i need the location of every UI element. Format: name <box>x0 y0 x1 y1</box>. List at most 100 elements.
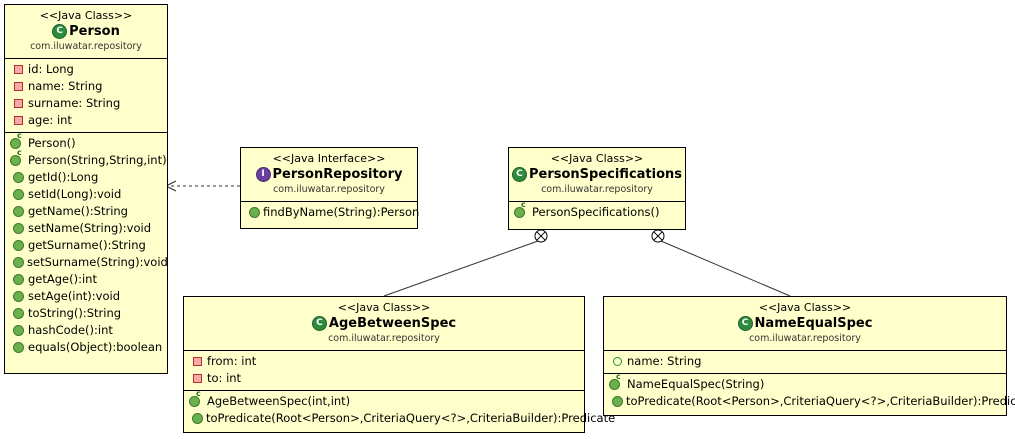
method-row[interactable]: equals(Object):boolean <box>5 339 167 356</box>
field-label: to: int <box>207 371 242 385</box>
class-header-name-equal-spec: <<Java Class>> C NameEqualSpec com.iluwa… <box>604 297 1006 350</box>
containment-personspecifications-nameequalspec <box>651 229 791 297</box>
method-row[interactable]: getAge():int <box>5 271 167 288</box>
method-row[interactable]: c NameEqualSpec(String) <box>604 373 1006 393</box>
method-row[interactable]: c Person() <box>5 132 167 152</box>
method-label: setAge(int):void <box>28 289 120 303</box>
class-name-text: NameEqualSpec <box>754 316 873 331</box>
constructor-icon: c <box>10 149 22 166</box>
method-label: toPredicate(Root<Person>,CriteriaQuery<?… <box>206 411 616 425</box>
dependency-personrepository-person <box>164 180 240 192</box>
method-row[interactable]: setSurname(String):void <box>5 254 168 271</box>
fields-compartment-person: id: Long name: String surname: String ag… <box>5 58 167 132</box>
method-row[interactable]: c AgeBetweenSpec(int,int) <box>184 390 584 410</box>
private-field-icon <box>14 65 23 74</box>
class-box-person[interactable]: <<Java Class>> C Person com.iluwatar.rep… <box>4 4 168 374</box>
public-method-icon <box>13 172 24 183</box>
method-label: findByName(String):Person <box>263 205 420 219</box>
class-header-person: <<Java Class>> C Person com.iluwatar.rep… <box>5 5 167 58</box>
class-header-person-specifications: <<Java Class>> C PersonSpecifications co… <box>509 148 685 201</box>
class-name-person-repository: I PersonRepository <box>245 166 413 183</box>
class-box-person-specifications[interactable]: <<Java Class>> C PersonSpecifications co… <box>508 147 686 230</box>
method-label: getId():Long <box>28 170 99 184</box>
field-label: name: String <box>28 79 103 93</box>
private-field-icon <box>193 357 202 366</box>
constructor-icon: c <box>609 373 621 390</box>
public-method-icon <box>13 274 24 285</box>
class-name-text: Person <box>69 24 120 39</box>
field-row[interactable]: id: Long <box>5 61 167 78</box>
method-label: equals(Object):boolean <box>28 340 163 354</box>
java-class-icon: C <box>52 24 68 39</box>
class-box-age-between-spec[interactable]: <<Java Class>> C AgeBetweenSpec com.iluw… <box>183 296 615 433</box>
public-method-icon <box>13 223 24 234</box>
method-row[interactable]: findByName(String):Person <box>241 204 420 221</box>
method-label: setName(String):void <box>28 221 152 235</box>
package-label: com.iluwatar.repository <box>749 333 861 344</box>
method-row[interactable]: toString():String <box>5 305 167 322</box>
method-label: NameEqualSpec(String) <box>627 377 765 391</box>
method-row[interactable]: setId(Long):void <box>5 186 167 203</box>
public-method-icon <box>13 206 24 217</box>
class-name-name-equal-spec: C NameEqualSpec <box>608 315 1002 332</box>
method-row[interactable]: getName():String <box>5 203 167 220</box>
method-label: toString():String <box>28 306 122 320</box>
stereotype-label: <<Java Class>> <box>550 152 644 165</box>
class-box-person-repository[interactable]: <<Java Interface>> I PersonRepository co… <box>240 147 420 229</box>
java-interface-icon: I <box>255 167 271 182</box>
stereotype-label: <<Java Class>> <box>337 301 431 314</box>
field-row[interactable]: surname: String <box>5 95 167 112</box>
methods-compartment-name-equal-spec: c NameEqualSpec(String) toPredicate(Root… <box>604 373 1015 413</box>
containment-personspecifications-agebetweenspec <box>383 229 548 297</box>
private-field-icon <box>14 99 23 108</box>
java-class-icon: C <box>511 167 527 182</box>
method-row[interactable]: toPredicate(Root<Person>,CriteriaQuery<?… <box>604 393 1015 410</box>
field-row[interactable]: to: int <box>184 370 584 387</box>
field-label: surname: String <box>28 96 121 110</box>
stereotype-label: <<Java Interface>> <box>272 152 386 165</box>
method-label: AgeBetweenSpec(int,int) <box>207 394 351 408</box>
java-class-icon: C <box>737 316 753 331</box>
method-label: PersonSpecifications() <box>532 205 660 219</box>
method-row[interactable]: c Person(String,String,int) <box>5 149 167 169</box>
public-method-icon <box>249 207 260 218</box>
methods-compartment-person: c Person() c Person(String,String,int) g… <box>5 132 168 359</box>
method-row[interactable]: setAge(int):void <box>5 288 167 305</box>
field-row[interactable]: age: int <box>5 112 167 129</box>
method-row[interactable]: c PersonSpecifications() <box>509 201 685 221</box>
public-method-icon <box>612 396 623 407</box>
field-label: name: String <box>627 354 702 368</box>
fields-compartment-name-equal-spec: name: String <box>604 350 1006 373</box>
method-row[interactable]: getId():Long <box>5 169 167 186</box>
public-method-icon <box>13 291 24 302</box>
package-label: com.iluwatar.repository <box>328 333 440 344</box>
method-row[interactable]: toPredicate(Root<Person>,CriteriaQuery<?… <box>184 410 615 427</box>
method-row[interactable]: getSurname():String <box>5 237 167 254</box>
constructor-icon: c <box>514 201 526 218</box>
stereotype-label: <<Java Class>> <box>39 9 133 22</box>
method-row[interactable]: setName(String):void <box>5 220 167 237</box>
public-method-icon <box>192 413 203 424</box>
package-label: com.iluwatar.repository <box>30 41 142 52</box>
field-label: from: int <box>207 354 257 368</box>
class-box-name-equal-spec[interactable]: <<Java Class>> C NameEqualSpec com.iluwa… <box>603 296 1015 416</box>
class-name-age-between-spec: C AgeBetweenSpec <box>188 315 580 332</box>
class-name-text: PersonSpecifications <box>528 167 683 182</box>
field-row[interactable]: name: String <box>5 78 167 95</box>
class-header-age-between-spec: <<Java Class>> C AgeBetweenSpec com.iluw… <box>184 297 584 350</box>
field-row[interactable]: name: String <box>604 353 1006 370</box>
field-row[interactable]: from: int <box>184 353 584 370</box>
public-method-icon <box>13 308 24 319</box>
method-row[interactable]: hashCode():int <box>5 322 167 339</box>
fields-compartment-age-between-spec: from: int to: int <box>184 350 584 390</box>
methods-compartment-person-specifications: c PersonSpecifications() <box>509 201 685 224</box>
method-label: Person(String,String,int) <box>28 153 167 167</box>
class-name-text: PersonRepository <box>272 167 403 182</box>
private-field-icon <box>14 82 23 91</box>
default-field-icon <box>613 357 622 366</box>
constructor-icon: c <box>10 132 22 149</box>
public-method-icon <box>13 189 24 200</box>
constructor-icon: c <box>189 390 201 407</box>
public-method-icon <box>13 257 24 268</box>
method-label: hashCode():int <box>28 323 113 337</box>
